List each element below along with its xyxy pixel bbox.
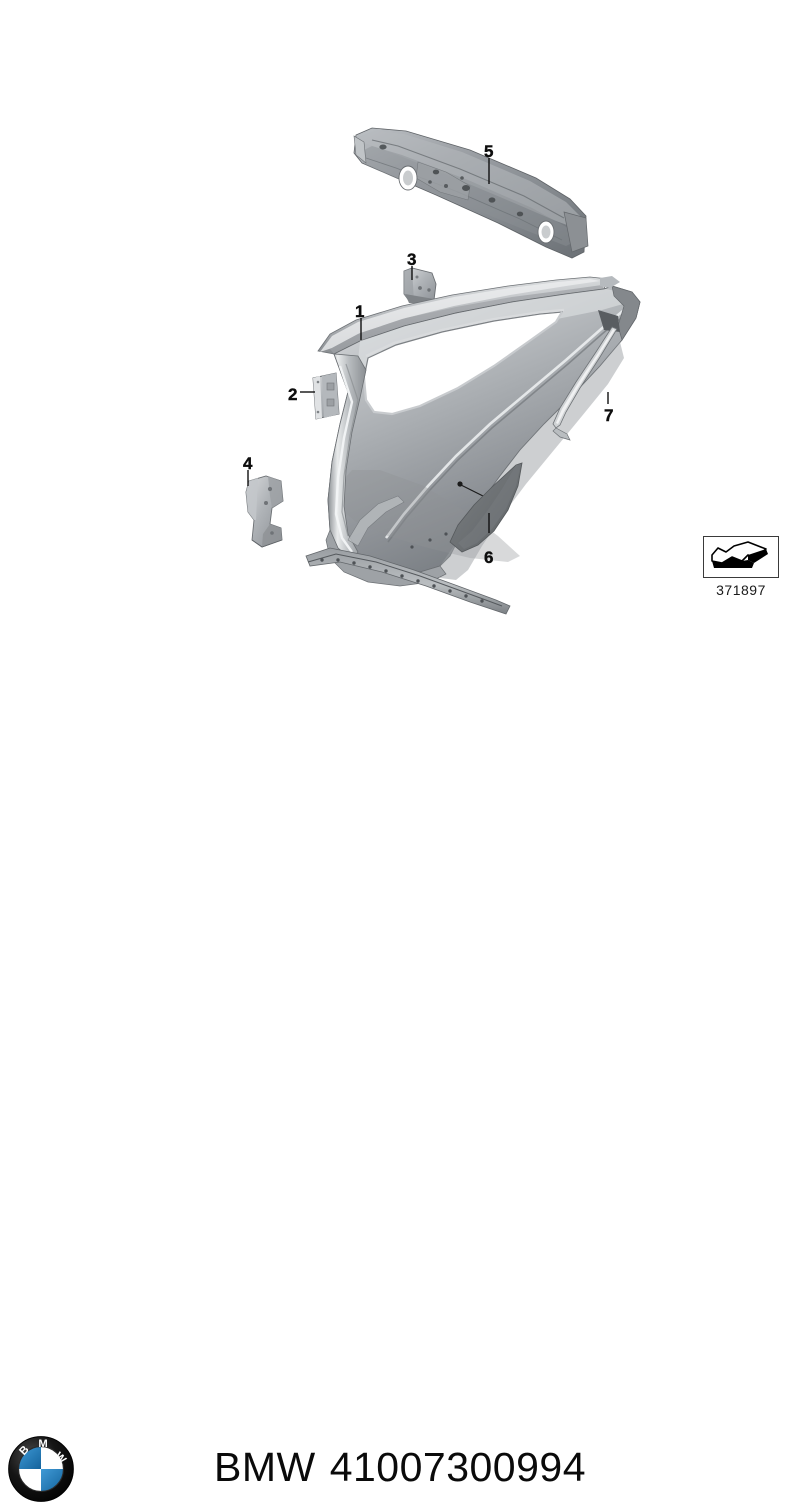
reference-diagram-box — [703, 536, 779, 578]
footer-part-caption: BMW 41007300994 — [0, 1444, 800, 1491]
footer-part-number: 41007300994 — [329, 1444, 587, 1490]
part-4-bracket — [245, 475, 284, 548]
callout-leader-lines — [247, 158, 609, 533]
exploded-parts-illustration — [245, 127, 641, 615]
callout-label-2: 2 — [288, 385, 298, 404]
part-6-wedge — [449, 462, 523, 553]
side-panel-orientation-icon — [711, 541, 768, 568]
part-5-rear-panel — [353, 127, 589, 259]
callout-label-4: 4 — [243, 454, 253, 473]
part-7-strip — [552, 326, 618, 441]
footer-brand-text: BMW — [213, 1444, 316, 1490]
callout-label-5: 5 — [484, 142, 494, 161]
part-2-bracket — [312, 372, 340, 420]
part-1-side-panel — [305, 276, 641, 615]
callout-label-7: 7 — [604, 406, 614, 425]
callout-label-3: 3 — [407, 250, 417, 269]
reference-diagram-number: 371897 — [716, 582, 766, 598]
callout-label-6: 6 — [484, 548, 494, 567]
callout-label-1: 1 — [355, 302, 365, 321]
